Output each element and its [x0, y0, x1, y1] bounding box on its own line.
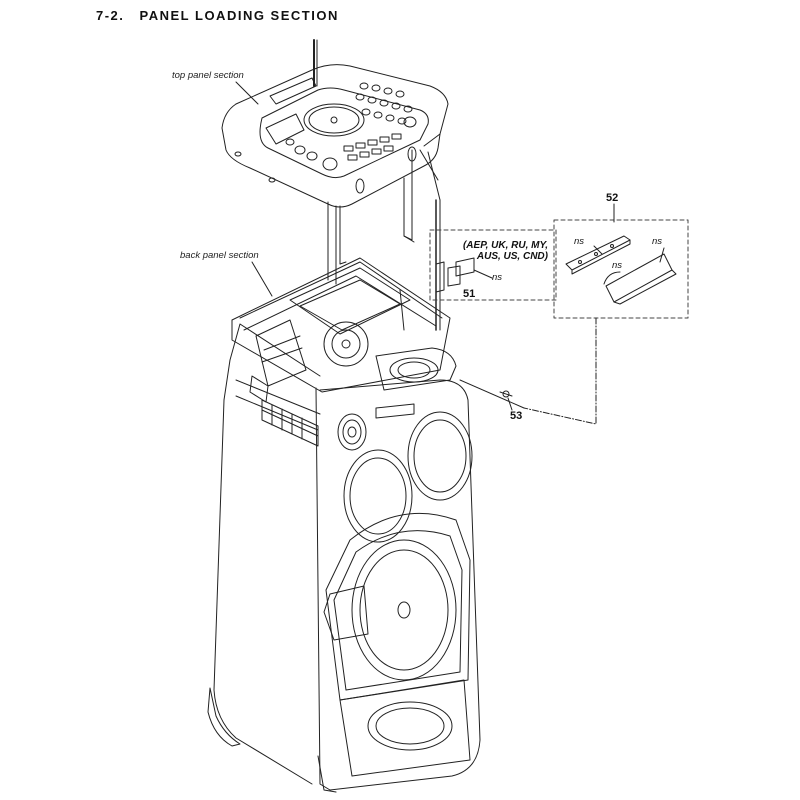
top-panel-buttons — [285, 82, 417, 171]
top-panel-leader — [235, 81, 259, 105]
not-supplied-label-insert: ns — [612, 260, 623, 271]
back-panel-callout: back panel section — [180, 250, 259, 261]
screw-53 — [499, 390, 513, 411]
part-number-53: 53 — [510, 410, 523, 422]
back-panel-leader — [251, 261, 273, 297]
not-supplied-label-51: ns — [492, 272, 503, 283]
section-number: 7-2. — [96, 8, 125, 23]
region-variant-note: (AEP, UK, RU, MY, AUS, US, CND) — [448, 240, 548, 262]
part-51-group — [429, 229, 557, 301]
top-panel-assembly — [221, 39, 449, 285]
region-variant-line2: AUS, US, CND) — [476, 251, 548, 262]
part-number-52: 52 — [606, 192, 619, 204]
part-52-group — [553, 203, 689, 319]
section-title: PANEL LOADING SECTION — [139, 8, 339, 23]
region-variant-line1: (AEP, UK, RU, MY, — [462, 240, 548, 251]
not-supplied-label-bracket: ns — [574, 236, 585, 247]
top-panel-callout: top panel section — [172, 70, 244, 81]
main-cabinet — [207, 199, 481, 793]
front-deck-grid — [261, 399, 319, 447]
not-supplied-label-cover: ns — [652, 236, 663, 247]
part-number-51: 51 — [463, 288, 476, 300]
section-heading: 7-2. PANEL LOADING SECTION — [96, 8, 339, 23]
